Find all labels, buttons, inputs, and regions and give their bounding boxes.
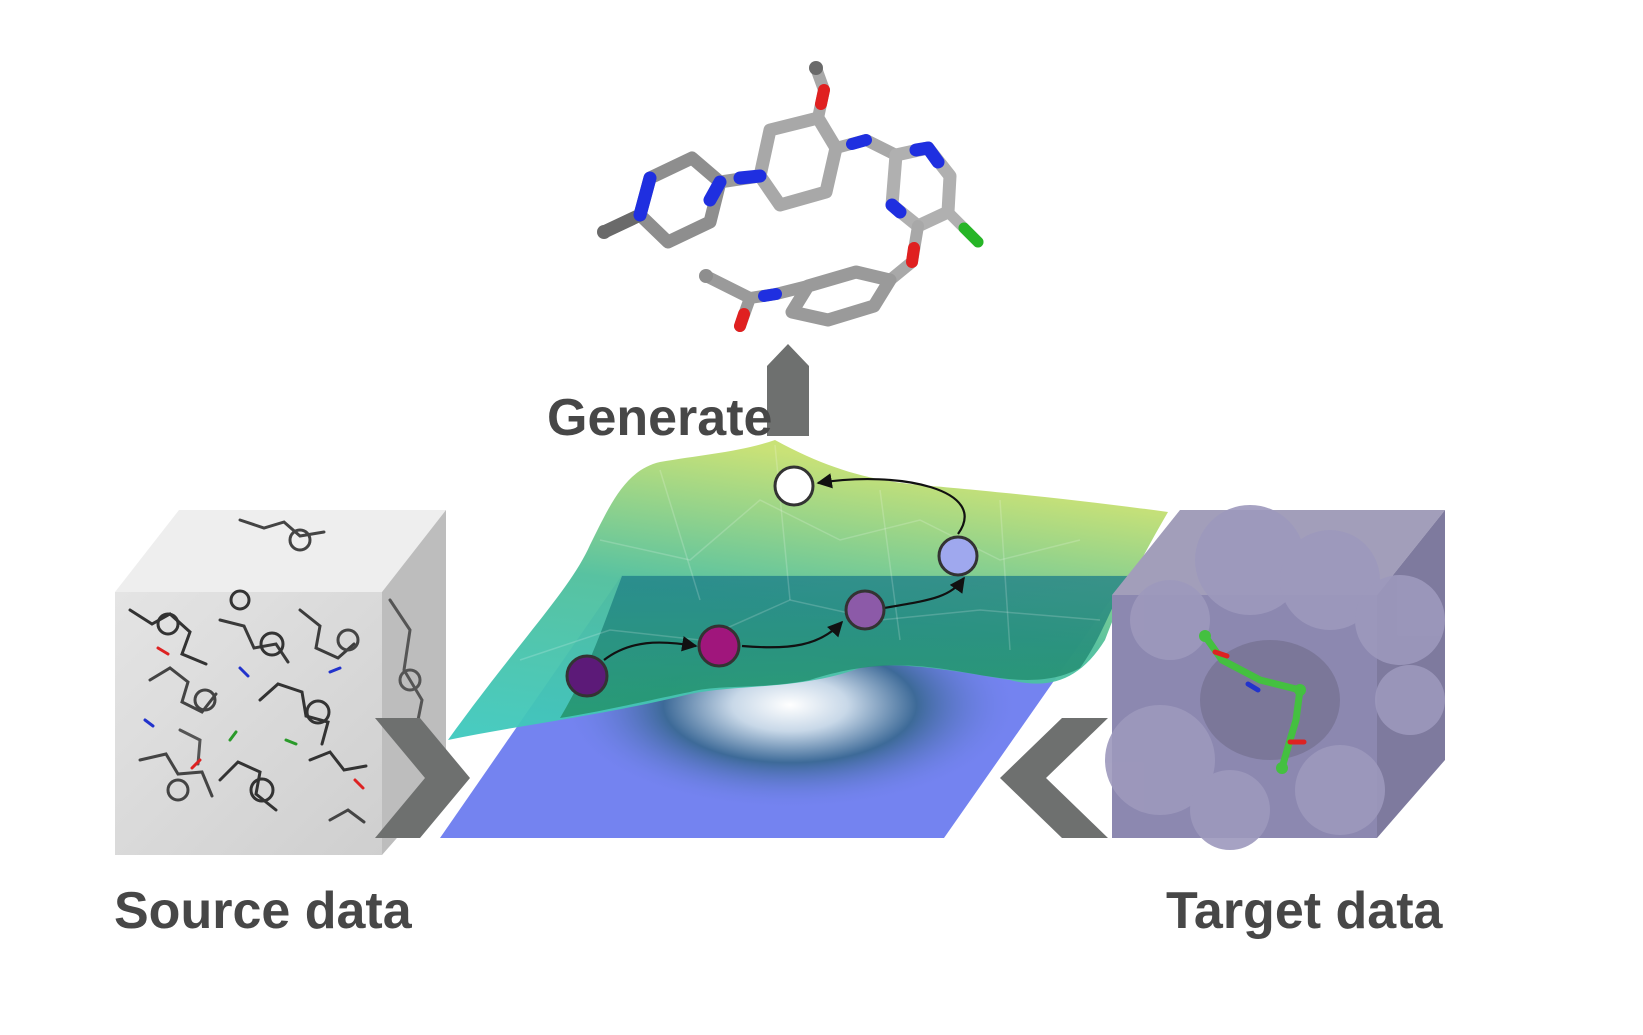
energy-landscape-surface: [448, 440, 1168, 740]
trajectory-point-3: [844, 589, 886, 631]
trajectory-arrow-3: [883, 576, 965, 610]
target-chevron-arrow: [1000, 718, 1108, 838]
source-cube-top: [115, 510, 446, 592]
generate-label: Generate: [547, 389, 773, 447]
source-data-label: Source data: [114, 882, 412, 940]
generated-molecule-icon: [597, 61, 984, 332]
source-chevron-arrow: [375, 718, 470, 838]
generate-arrow: [767, 344, 809, 436]
target-data-cube: [1105, 505, 1445, 850]
trajectory-point-5: [773, 465, 815, 507]
target-data-label: Target data: [1166, 882, 1443, 940]
ligand-icon: [1199, 630, 1307, 774]
molecule-collection-icon: [128, 518, 424, 824]
surface-front-submerged: [560, 576, 1128, 718]
trajectory-point-2: [697, 624, 741, 668]
trajectory-point-4: [937, 535, 979, 577]
surface-facets: [519, 444, 1101, 661]
trajectory-arrow-2: [741, 620, 844, 649]
source-data-cube: [115, 510, 446, 855]
trajectory-arrow-4: [816, 473, 966, 535]
trajectory-arrow-1: [603, 636, 698, 661]
trajectory: [565, 465, 979, 698]
protein-surface: [1105, 505, 1445, 850]
trajectory-point-1: [565, 654, 609, 698]
